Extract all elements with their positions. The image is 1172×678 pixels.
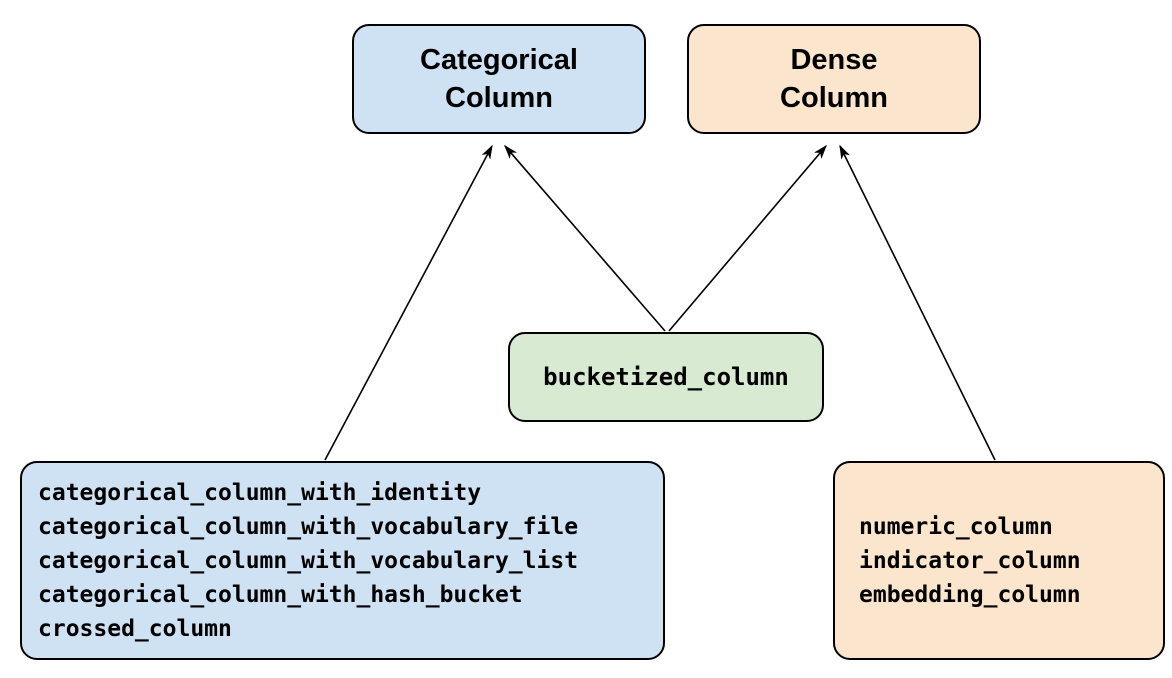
arrow-dense-functions-to-dense-column bbox=[839, 146, 996, 461]
function-label: categorical_column_with_vocabulary_file bbox=[38, 513, 579, 540]
categorical-column-label: Categorical Column bbox=[420, 43, 578, 114]
arrow-bucketized-column-to-categorical-column bbox=[505, 146, 666, 332]
function-label: categorical_column_with_hash_bucket bbox=[38, 581, 523, 608]
node-categorical-functions: categorical_column_with_identity categor… bbox=[20, 461, 665, 660]
function-label: categorical_column_with_vocabulary_list bbox=[38, 547, 579, 574]
function-label: indicator_column bbox=[859, 547, 1081, 574]
dense-functions-list: numeric_column indicator_column embeddin… bbox=[835, 510, 1163, 612]
node-categorical-column: Categorical Column bbox=[352, 24, 646, 134]
node-dense-functions: numeric_column indicator_column embeddin… bbox=[833, 461, 1165, 660]
function-label: categorical_column_with_identity bbox=[38, 479, 482, 506]
node-dense-column: Dense Column bbox=[687, 24, 981, 134]
function-label: numeric_column bbox=[859, 513, 1053, 540]
categorical-functions-list: categorical_column_with_identity categor… bbox=[22, 476, 663, 646]
function-label: embedding_column bbox=[859, 581, 1081, 608]
bucketized-column-label: bucketized_column bbox=[543, 363, 789, 391]
function-label: crossed_column bbox=[38, 615, 232, 642]
dense-column-label: Dense Column bbox=[780, 43, 888, 114]
node-bucketized-column: bucketized_column bbox=[508, 332, 824, 422]
arrow-categorical-functions-to-categorical-column bbox=[324, 146, 493, 461]
arrow-bucketized-column-to-dense-column bbox=[668, 146, 826, 332]
